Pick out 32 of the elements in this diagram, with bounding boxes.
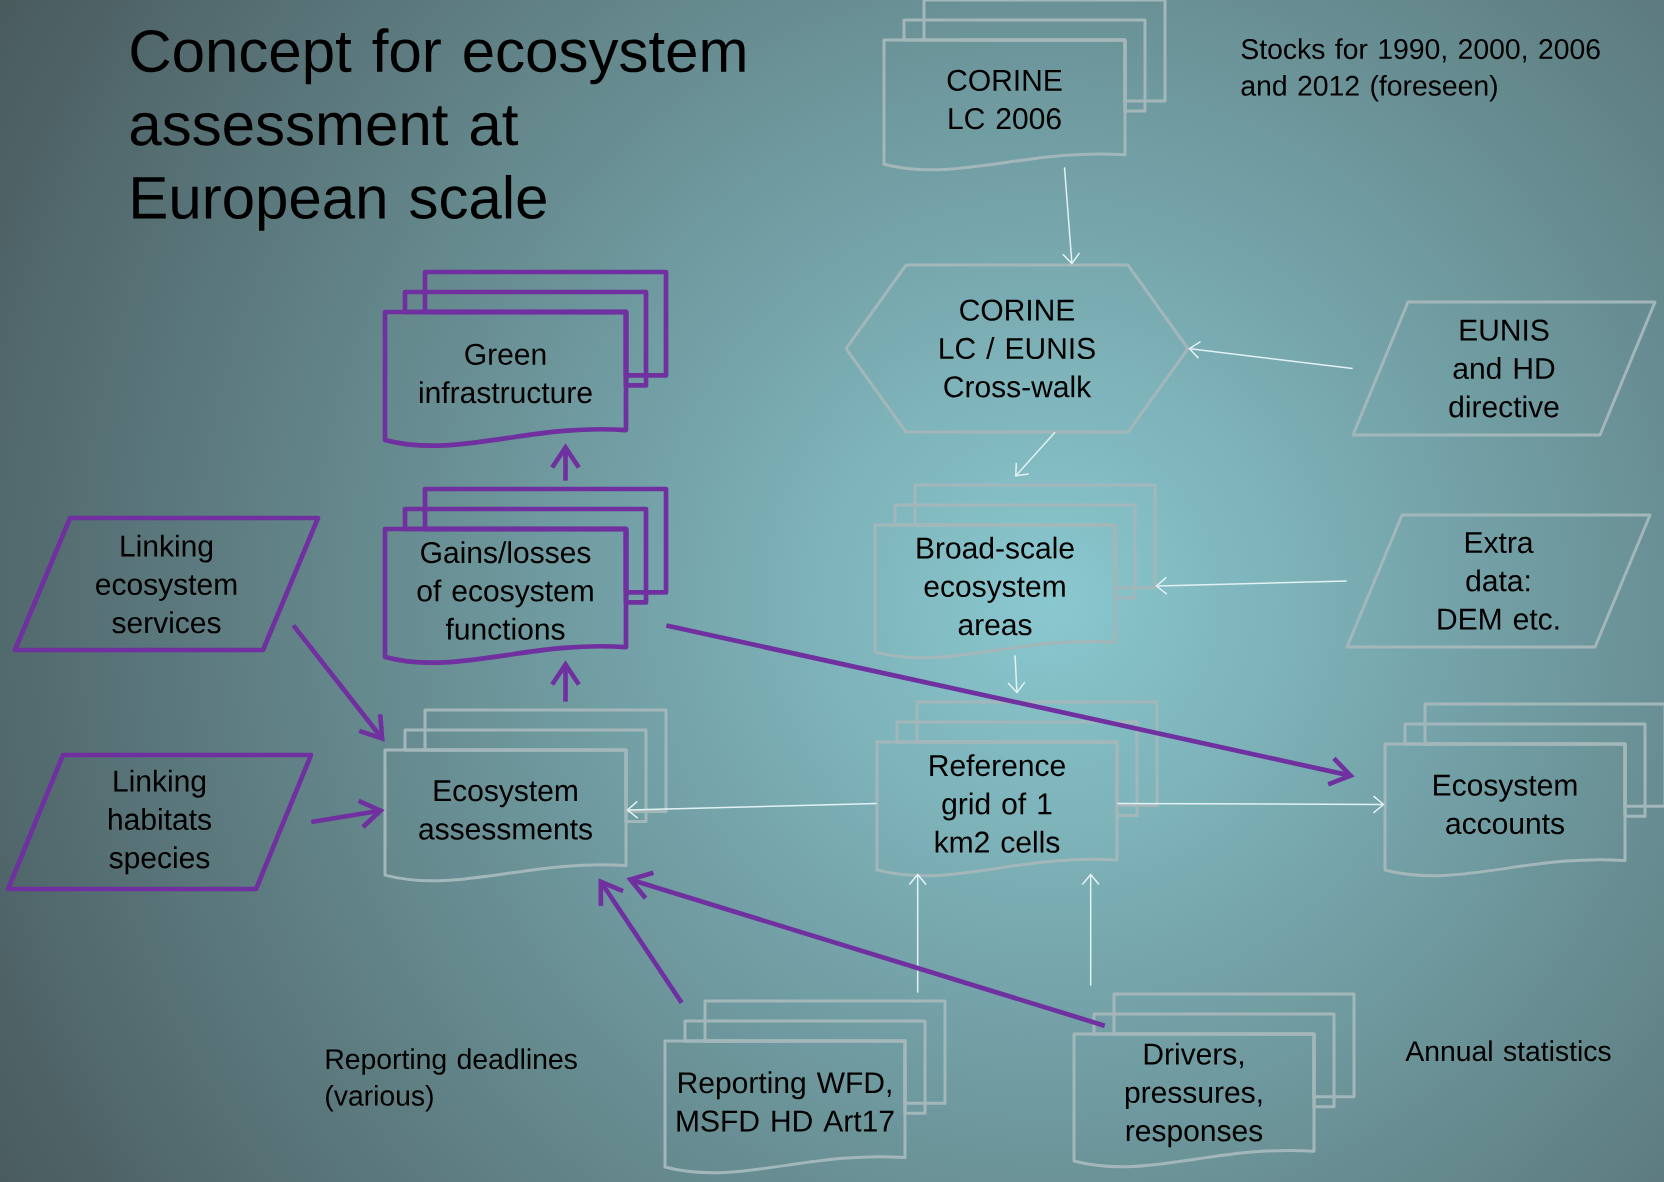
arrow — [665, 623, 1355, 787]
parallelogram: Extra data: DEM etc. — [1345, 513, 1652, 649]
arrow — [908, 873, 927, 994]
arrow — [310, 798, 385, 829]
hexagon: CORINE LC / EUNIS Cross-walk — [844, 263, 1190, 434]
document-stack: Gains/losses of ecosystem functions — [382, 486, 669, 665]
document-stack: Drivers, pressures, responses — [1072, 992, 1356, 1169]
document-stack: CORINE LC 2006 — [882, 0, 1167, 172]
document-stack: Reporting WFD, MSFD HD Art17 — [663, 999, 947, 1175]
arrow — [1062, 166, 1081, 265]
arrow — [1015, 431, 1056, 477]
arrow — [1116, 795, 1385, 814]
parallelogram: EUNIS and HD directive — [1351, 300, 1657, 437]
arrow — [626, 800, 878, 819]
parallelogram: Linking ecosystem services — [12, 515, 321, 653]
document-stack: Reference grid of 1 km2 cells — [875, 700, 1159, 878]
note-text: Stocks for 1990, 2000, 2006 and 2012 (foreseen) — [1241, 38, 1600, 102]
note-text: Reporting deadlines (various) — [326, 1048, 577, 1112]
document-stack: Broad-scale ecosystem areas — [873, 483, 1157, 660]
document-stack: Ecosystem assessments — [383, 708, 668, 883]
document-stack: Ecosystem accounts — [1383, 702, 1664, 878]
arrow — [598, 878, 684, 1004]
arrow — [1081, 873, 1100, 987]
arrow — [1155, 576, 1348, 595]
arrow — [1007, 654, 1026, 694]
document-stack: Green infrastructure — [382, 269, 669, 448]
arrow — [626, 870, 1106, 1028]
parallelogram: Linking habitats species — [5, 752, 314, 892]
arrow — [1188, 340, 1354, 370]
note-text: Annual statistics — [1405, 1040, 1611, 1062]
arrow — [291, 623, 385, 742]
title: Concept for ecosystem assessment at European scale — [130, 28, 745, 231]
